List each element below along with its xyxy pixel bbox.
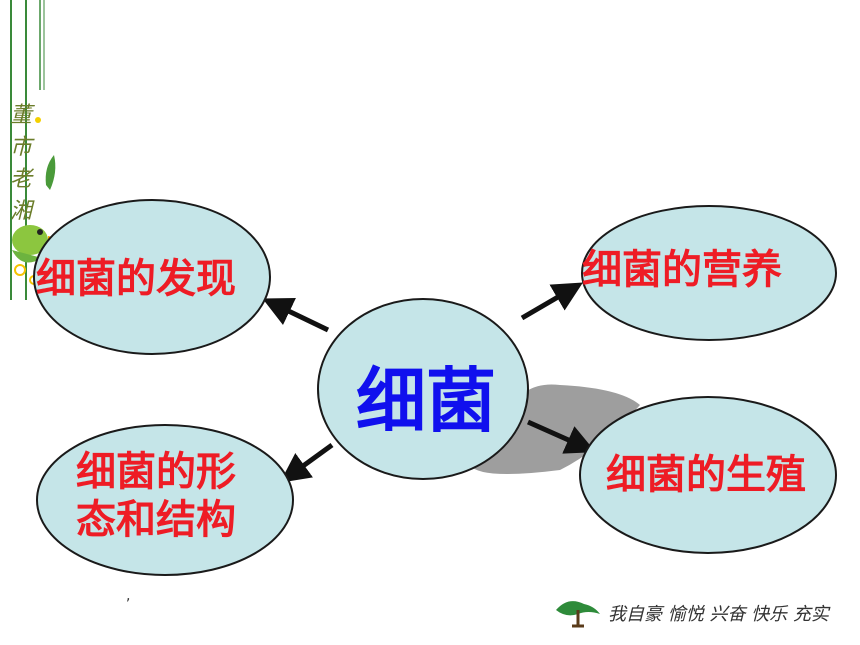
side-title: 董 市 老 湘 xyxy=(9,103,32,224)
bird-flower-icon xyxy=(12,117,58,285)
center-node xyxy=(317,298,529,480)
footer-text: 我自豪 愉悦 兴奋 快乐 充实 xyxy=(608,604,829,625)
footer: 我自豪 愉悦 兴奋 快乐 充实 xyxy=(552,592,852,632)
node-reproduction-label: 细菌的生殖 xyxy=(606,452,806,498)
node-form-structure-label: 细菌的形 态和结构 xyxy=(76,448,236,544)
node-form-line2: 态和结构 xyxy=(76,497,236,543)
center-label: 细菌 xyxy=(356,360,496,442)
node-discovery-label: 细菌的发现 xyxy=(36,256,236,302)
node-discovery xyxy=(33,199,271,355)
stray-mark: , xyxy=(126,588,130,604)
node-reproduction xyxy=(579,396,837,554)
node-nutrition xyxy=(581,205,837,341)
node-form-line1: 细菌的形 xyxy=(76,449,236,495)
node-nutrition-label: 细菌的营养 xyxy=(582,247,782,293)
arrow-to-reproduction xyxy=(526,419,596,454)
arrow-to-discovery xyxy=(262,297,330,333)
corner-decoration xyxy=(10,0,58,300)
arrow-to-nutrition xyxy=(520,282,583,321)
node-form-structure xyxy=(36,424,294,576)
tree-icon xyxy=(556,601,600,628)
arrow-to-form xyxy=(279,442,334,483)
